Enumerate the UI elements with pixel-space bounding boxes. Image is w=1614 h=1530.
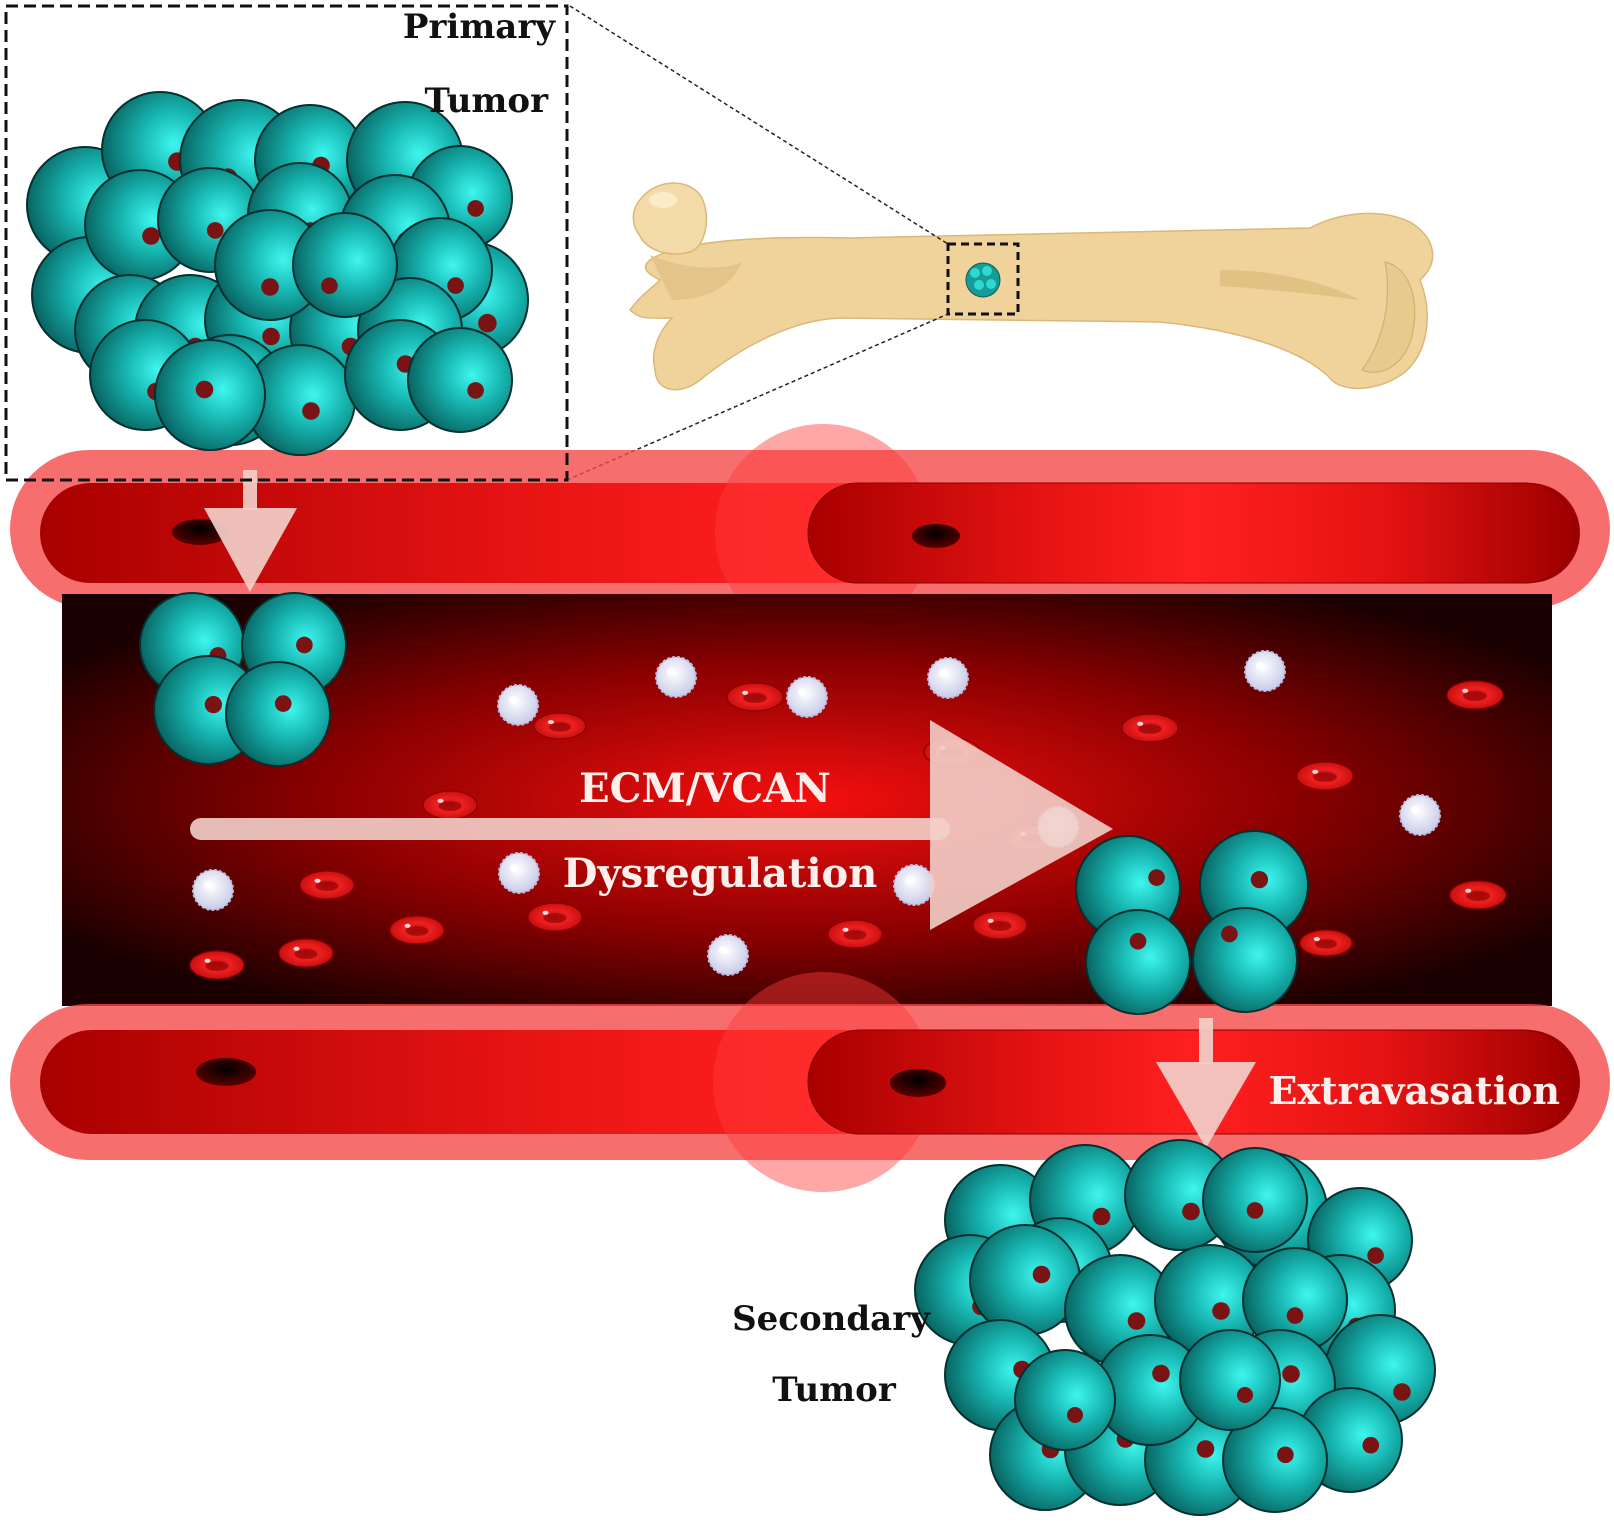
tumor-cell-icon: [1192, 907, 1298, 1013]
red-blood-cell-icon: [389, 915, 445, 945]
red-blood-cell-icon: [1296, 761, 1354, 791]
red-blood-cell-icon: [726, 682, 784, 712]
tumor-cell-icon: [1085, 909, 1191, 1015]
bone-tumor-icon: [946, 242, 1020, 316]
red-blood-cell-icon: [1121, 713, 1179, 743]
white-blood-cell-icon: [786, 676, 828, 718]
bone-ridge-left: [650, 255, 742, 300]
primary-tumor-label-line2: Tumor: [425, 81, 550, 121]
red-blood-cells: [189, 680, 1507, 980]
white-blood-cell-icon: [1244, 650, 1286, 692]
extravasation-label: Extravasation: [1269, 1068, 1561, 1113]
white-blood-cell-icon: [497, 684, 539, 726]
tumor-cell-icon: [1014, 1349, 1116, 1451]
red-blood-cell-icon: [189, 950, 245, 980]
tumor-cell-icon: [225, 661, 331, 767]
process-label-line1: ECM/VCAN: [579, 765, 831, 812]
tumor-cell-icon: [969, 1224, 1081, 1336]
tumor-cell-icon: [154, 339, 266, 451]
primary-tumor-cluster: [26, 91, 529, 456]
red-blood-cell-icon: [972, 910, 1028, 940]
red-blood-cell-icon: [527, 902, 583, 932]
secondary-tumor-cluster: [914, 1139, 1436, 1516]
secondary-tumor-label-line1: Secondary: [732, 1299, 931, 1339]
zoom-line-top: [569, 5, 949, 245]
vessel-top-wall: [10, 424, 1610, 640]
white-blood-cell-icon: [1399, 794, 1441, 836]
vessel-pore: [196, 1058, 256, 1086]
red-blood-cell-icon: [1446, 680, 1504, 710]
tumor-cell-icon: [1222, 1407, 1328, 1513]
white-blood-cell-icon: [498, 852, 540, 894]
bone-icon: [629, 182, 1434, 391]
tumor-cell-icon: [407, 327, 513, 433]
white-blood-cell-icon: [707, 934, 749, 976]
bone-condyle-right: [1361, 261, 1416, 373]
primary-tumor-label-line1: Primary: [403, 7, 556, 47]
white-blood-cell-icon: [655, 656, 697, 698]
tumor-cell-icon: [214, 209, 326, 321]
red-blood-cell-icon: [299, 870, 355, 900]
tumor-cell-icon: [1179, 1329, 1281, 1431]
vessel-pore: [890, 1069, 946, 1097]
circulating-tumor-cluster: [1075, 830, 1309, 1015]
bone-groove-right: [1220, 270, 1360, 300]
bone-shaft: [629, 212, 1434, 391]
process-label-line2: Dysregulation: [563, 850, 878, 897]
tumor-cell-icon: [1202, 1147, 1308, 1253]
tumor-cell-icon: [1242, 1247, 1348, 1353]
red-blood-cell-icon: [1299, 929, 1353, 957]
process-arrow: [190, 720, 1113, 930]
primary-tumor-box: [4, 4, 569, 482]
zoom-line-bottom: [566, 313, 949, 481]
secondary-tumor-label-line2: Tumor: [772, 1370, 897, 1410]
red-blood-cell-icon: [422, 790, 478, 820]
tumor-cell-icon: [292, 212, 398, 318]
white-blood-cell-icon: [927, 657, 969, 699]
extravasation-arrow: [1156, 1018, 1256, 1148]
bone-tumor-box: [946, 242, 1020, 316]
vessel-pore: [912, 524, 960, 548]
white-blood-cell-icon: [192, 869, 234, 911]
circulating-tumor-cluster: [139, 592, 347, 767]
red-blood-cell-icon: [827, 919, 883, 949]
red-blood-cell-icon: [278, 938, 334, 968]
red-blood-cell-icon: [533, 712, 587, 740]
bone-highlight: [649, 192, 677, 208]
white-blood-cell-icon: [893, 864, 935, 906]
red-blood-cell-icon: [1449, 880, 1507, 910]
